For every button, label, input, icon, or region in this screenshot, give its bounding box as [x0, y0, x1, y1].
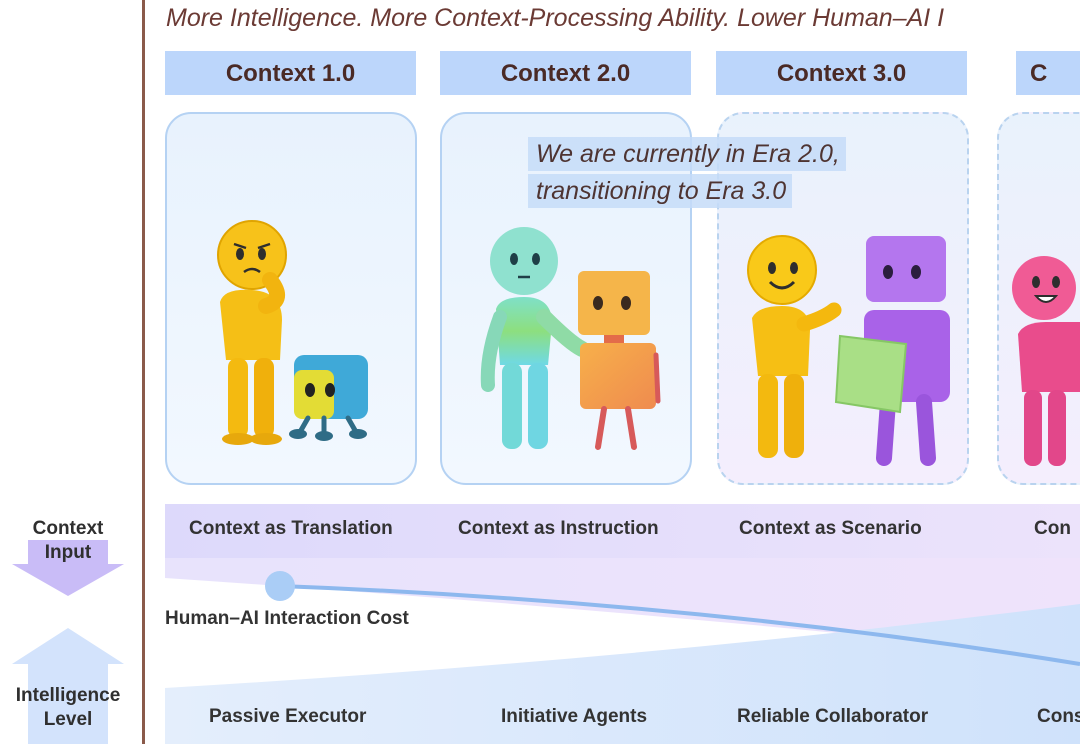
context-input-band	[165, 504, 1080, 558]
intelligence-level-side-label: Intelligence Level	[15, 685, 121, 730]
left-divider-line	[142, 0, 145, 744]
era-header-1: Context 1.0	[165, 51, 416, 95]
context-label-4: Con	[1034, 518, 1071, 539]
intelligence-label-4: Cons	[1037, 706, 1080, 727]
context-input-side-label: Context Input	[32, 518, 104, 563]
context-input-arrow	[12, 540, 124, 596]
era3-illustration	[747, 235, 950, 466]
intelligence-label-1: Passive Executor	[209, 706, 367, 727]
era2-illustration	[480, 227, 661, 450]
pink-human-figure	[1012, 256, 1080, 466]
current-era-callout: We are currently in Era 2.0, transitioni…	[528, 137, 898, 209]
era-card-1	[165, 112, 417, 485]
interaction-cost-label: Human–AI Interaction Cost	[165, 608, 409, 629]
interaction-cost-line	[279, 584, 1080, 666]
era-header-3: Context 3.0	[716, 51, 967, 95]
callout-line-1: We are currently in Era 2.0,	[528, 137, 846, 171]
context-label-3: Context as Scenario	[739, 518, 922, 539]
smiling-human-figure	[747, 235, 842, 458]
worried-human-figure	[217, 220, 287, 445]
small-cube-robot-figure	[289, 355, 368, 441]
intelligence-level-arrow	[12, 628, 124, 744]
intelligence-label-3: Reliable Collaborator	[737, 706, 929, 727]
context-label-1: Context as Translation	[189, 518, 393, 539]
era1-illustration	[217, 220, 368, 445]
cost-start-point	[265, 571, 295, 601]
era4-illustration	[1012, 256, 1080, 466]
context-label-2: Context as Instruction	[458, 518, 659, 539]
paper-sheet	[834, 334, 908, 414]
era-header-2: Context 2.0	[440, 51, 691, 95]
banner-tagline: More Intelligence. More Context-Processi…	[166, 4, 945, 32]
gradient-human-figure	[480, 227, 590, 449]
callout-line-2: transitioning to Era 3.0	[528, 174, 793, 208]
intelligence-level-band	[165, 604, 1080, 744]
lower-bands-and-cost-curve	[12, 540, 1080, 744]
era-header-4: C	[1016, 51, 1080, 95]
orange-robot-figure	[578, 271, 661, 450]
intelligence-label-2: Initiative Agents	[501, 706, 648, 727]
